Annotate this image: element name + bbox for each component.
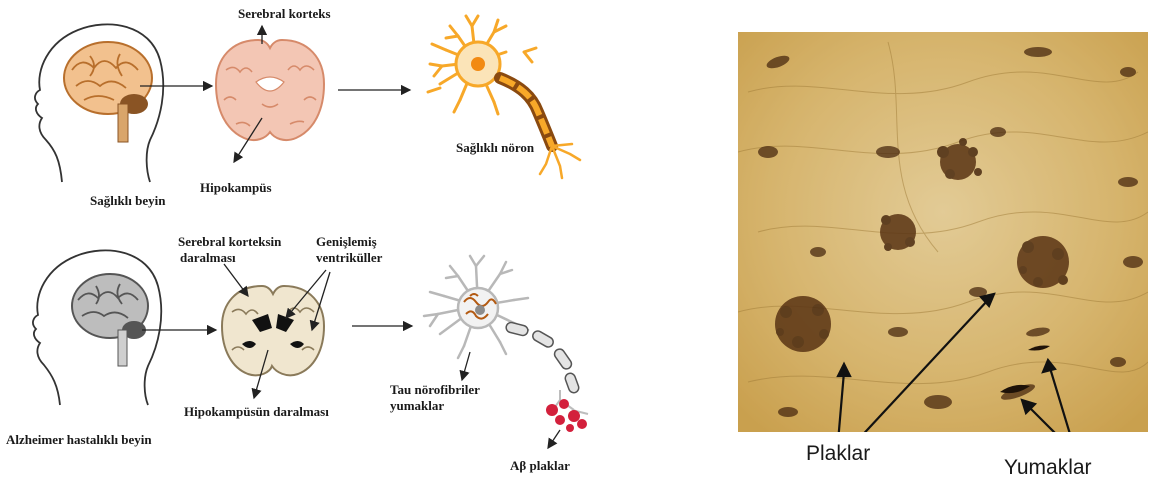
hippocampus-shrink-label: Hipokampüsün daralması — [184, 404, 329, 419]
cortex-label: Serebral korteks — [238, 6, 331, 21]
cortex-shrink-label-line1: Serebral korteksin — [178, 234, 281, 249]
tau-label-line2: yumaklar — [390, 398, 444, 413]
healthy-brain-section — [216, 40, 324, 140]
ventricles-label-line2: ventriküller — [316, 250, 382, 265]
neuron-nucleus — [471, 57, 485, 71]
ventricles-label-line1: Genişlemiş — [316, 234, 377, 249]
fragmented-axon — [505, 321, 580, 394]
healthy-neuron-label: Sağlıklı nöron — [456, 140, 534, 155]
alzheimer-nucleus — [475, 305, 485, 315]
alzheimer-brain-section — [222, 286, 324, 375]
alzheimer-brain-label: Alzheimer hastalıklı beyin — [6, 432, 152, 447]
micrograph-plaques-label: Plaklar — [806, 442, 870, 466]
amyloid-plaques — [546, 390, 588, 432]
neuron-axon — [500, 78, 552, 146]
cortex-shrink-label-line2: daralması — [180, 250, 236, 265]
histology-micrograph — [738, 32, 1148, 432]
axon-terminals — [540, 144, 580, 178]
tau-label-line1: Tau nörofibriler — [390, 382, 480, 397]
healthy-brain-label: Sağlıklı beyin — [90, 193, 166, 208]
healthy-brain-icon — [64, 42, 152, 142]
hippocampus-label: Hipokampüs — [200, 180, 272, 195]
alzheimer-brain-icon — [72, 274, 148, 366]
plaques-label: Aβ plaklar — [510, 458, 570, 473]
micrograph-tangles-label: Yumaklar — [1004, 456, 1092, 480]
